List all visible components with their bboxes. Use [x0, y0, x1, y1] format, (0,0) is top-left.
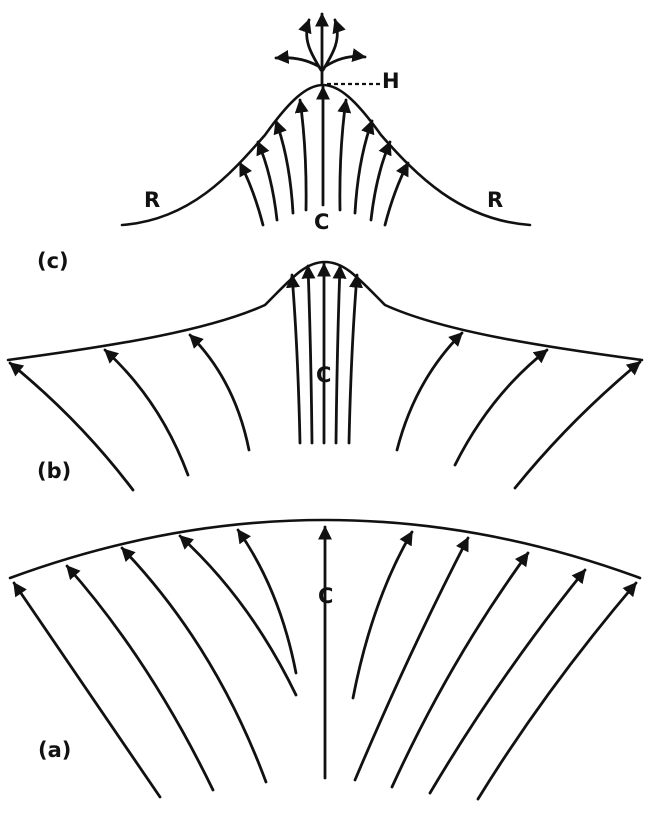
flow-line-b-4 [395, 331, 464, 452]
flow-line-b-c1 [286, 273, 302, 445]
front-curve-a [8, 518, 642, 580]
flank-label-right: R [487, 188, 503, 212]
flow-line-c-9 [383, 161, 410, 227]
flow-line-b-1 [8, 361, 135, 492]
panel-label-b: (b) [37, 459, 71, 483]
center-label-b: C [316, 363, 331, 387]
flow-line-b-5 [453, 348, 549, 467]
flow-line-a-3 [120, 546, 268, 784]
flow-line-a-6 [351, 530, 414, 700]
flow-line-a-9 [428, 568, 587, 795]
jet-spray-left [274, 49, 320, 68]
flow-line-c-8 [369, 140, 392, 222]
panel-c: H R R C (c) [37, 12, 532, 273]
flow-line-c-3 [273, 119, 295, 215]
flow-line-a-8 [390, 551, 530, 789]
flow-line-a-10 [476, 581, 638, 801]
flow-line-c-7 [353, 119, 375, 215]
panel-label-a: (a) [38, 738, 71, 762]
flow-line-b-2 [103, 348, 190, 477]
front-curve-c [120, 83, 532, 227]
flow-line-a-1 [12, 581, 162, 799]
flow-line-c-2 [256, 140, 279, 222]
flow-line-a-2 [65, 564, 215, 792]
flow-line-a-5 [236, 528, 298, 675]
flow-line-a-4 [178, 534, 298, 697]
center-label-c: C [314, 210, 329, 234]
flow-line-a-7 [353, 536, 470, 782]
flank-label-left: R [144, 188, 160, 212]
flow-line-b-c4 [332, 264, 347, 445]
peak-label: H [382, 69, 400, 93]
flow-line-b-c5 [347, 273, 363, 445]
flow-line-c-6 [337, 98, 352, 212]
flow-line-c-1 [238, 161, 265, 227]
panel-a: C (a) [8, 518, 642, 801]
center-label-a: C [318, 584, 333, 608]
flow-line-b-6 [513, 360, 642, 490]
flow-line-b-3 [188, 333, 251, 452]
panel-label-c: (c) [37, 249, 69, 273]
panel-b: C (b) [6, 260, 644, 492]
jet-spray-right [324, 48, 367, 68]
flow-line-c-4 [294, 98, 309, 212]
front-curve-b [6, 260, 644, 362]
flow-line-b-c2 [301, 264, 316, 445]
